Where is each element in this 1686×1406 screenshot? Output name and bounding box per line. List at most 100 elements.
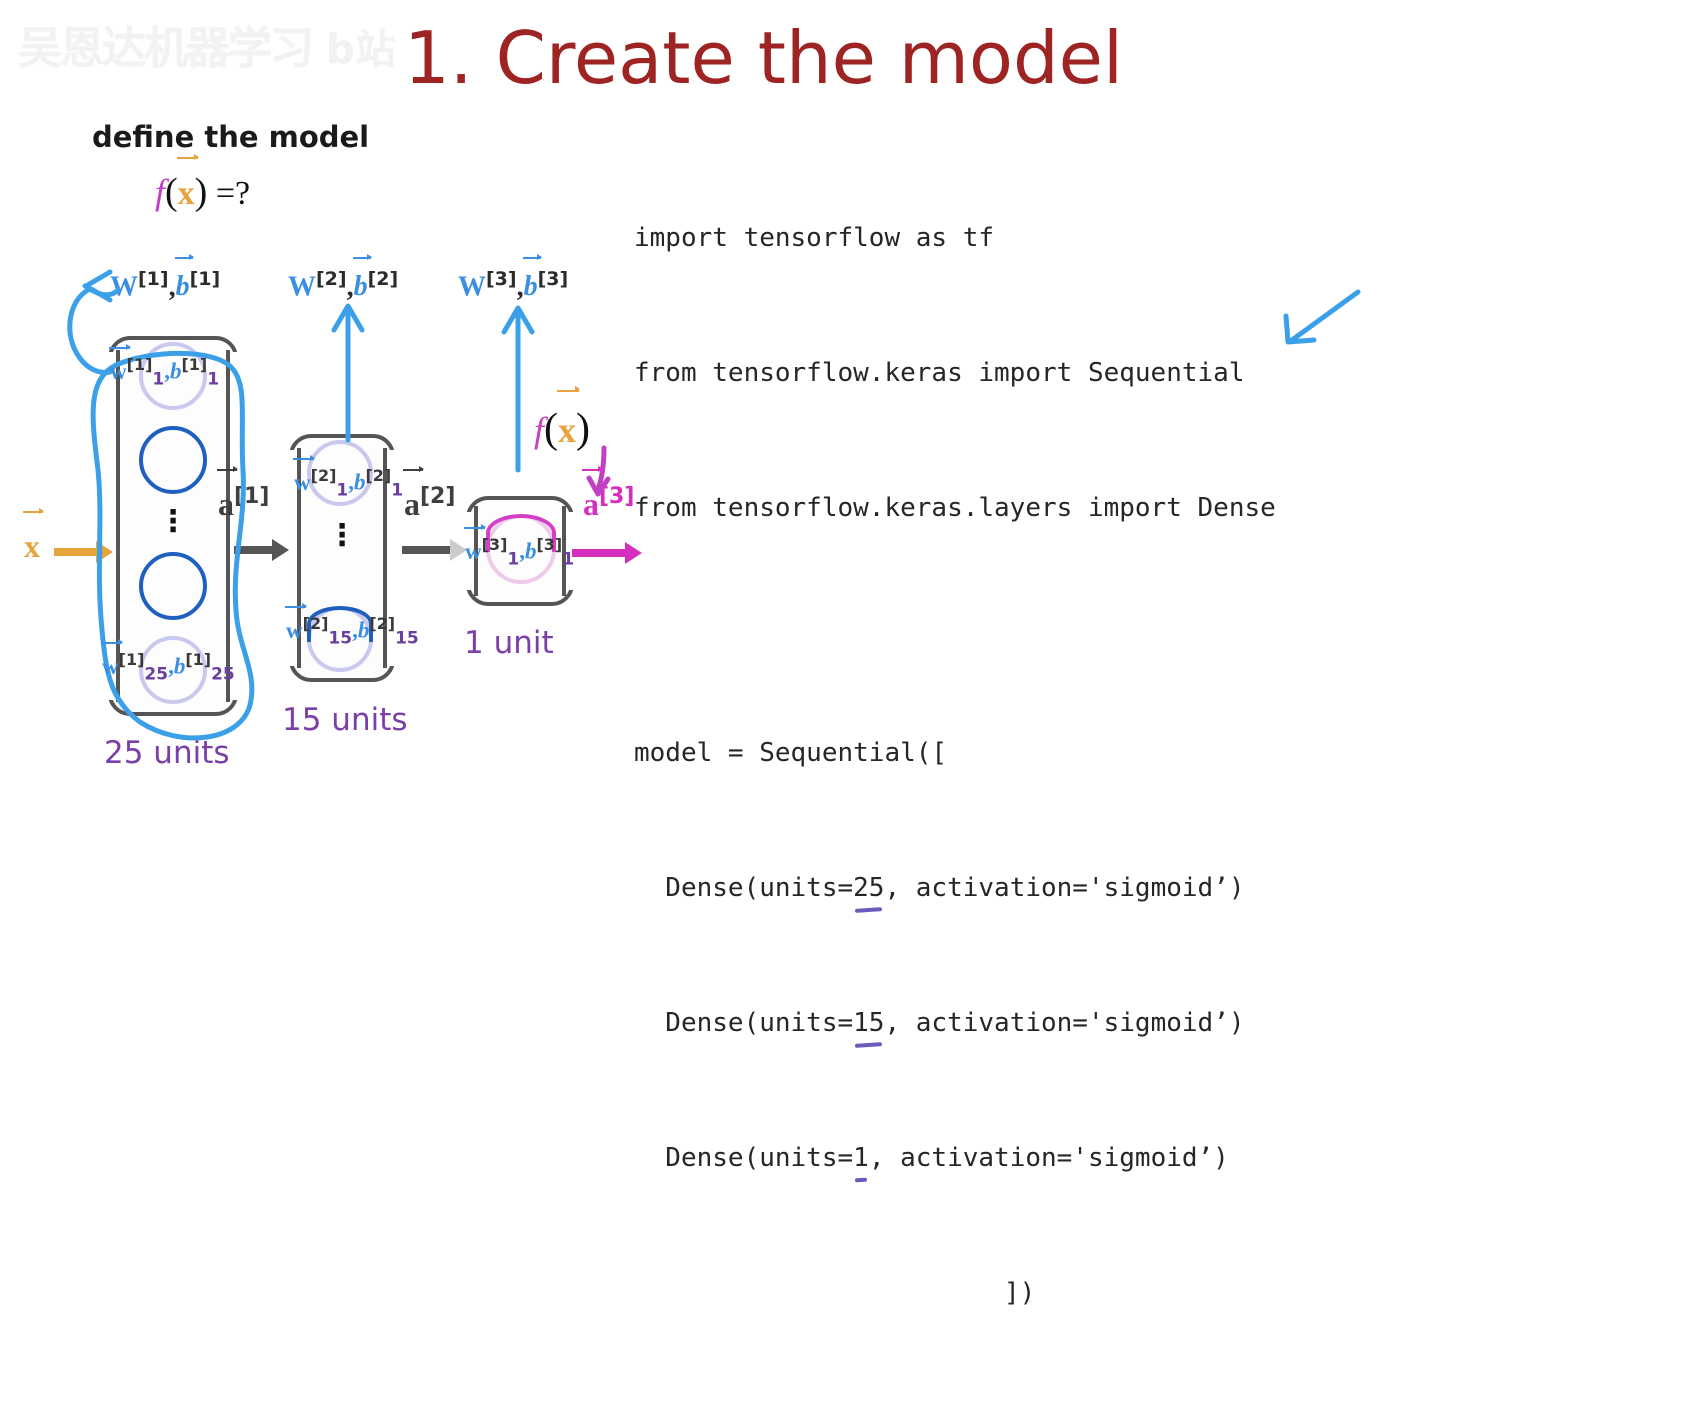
layer2-W-sup: [2]	[316, 268, 347, 290]
layer3-node1-w: w	[464, 524, 486, 564]
layer2-node15-b: b	[357, 617, 370, 643]
activation-3-arrow	[572, 542, 642, 564]
layer1-node1-b: b	[169, 358, 182, 384]
layer1-node1-bsub: 1	[207, 369, 220, 390]
page-title: 1. Create the model	[404, 16, 1123, 100]
code-line-import-dense: from tensorflow.keras.layers import Dens…	[634, 493, 1276, 523]
layer1-mask-left	[102, 352, 114, 700]
layer2-node15-comma: ,	[352, 617, 358, 643]
activation-2-arrow	[402, 539, 467, 561]
layer2-callout-arrowhead	[331, 303, 365, 333]
activation-2-label: a[2]	[403, 465, 456, 523]
layer1-node1-w: w	[109, 344, 131, 384]
layer2-node1-b: b	[353, 469, 366, 495]
layer2-params-label: W[2],b[2]	[288, 253, 399, 303]
activation-1-arrow	[234, 539, 289, 561]
layer1-node1-wsub: 1	[152, 369, 165, 390]
layer2-ellipsis: ⋮	[327, 518, 357, 553]
code-callout-line	[1289, 289, 1361, 343]
a2-symbol: a	[403, 465, 424, 522]
layer2-b: b	[352, 253, 372, 303]
layer1-params-label: W[1],b[1]	[110, 253, 221, 303]
layer3-node1-bsup: [3]	[536, 535, 563, 554]
layer2-W: W	[288, 271, 316, 303]
input-arrow	[54, 541, 113, 563]
fx-annot-close: )	[576, 406, 591, 452]
fx-equals: =?	[215, 175, 251, 212]
code-line-model-sequential: model = Sequential([	[634, 738, 948, 768]
layer2-bar-left	[297, 448, 301, 668]
layer1-neuron-2	[139, 426, 207, 494]
code-line-dense-1: Dense(units=1, activation='sigmoid’)	[634, 1136, 1276, 1181]
layer1-node25-wsup: [1]	[118, 650, 145, 669]
layer3-callout-arrowhead	[501, 305, 535, 335]
layer3-W: W	[458, 271, 486, 303]
activation-1-label: a[1]	[217, 465, 270, 523]
layer2-bar-right	[383, 448, 387, 668]
layer3-node1-comma: ,	[519, 538, 525, 564]
code-line-dense-25: Dense(units=25, activation='sigmoid’)	[634, 866, 1276, 911]
input-x-symbol: x	[23, 507, 44, 564]
layer3-b-sup: [3]	[537, 268, 569, 290]
dense1-units-value: 25	[853, 873, 885, 903]
layer1-mask-right	[232, 352, 244, 700]
fx-open-paren: (	[165, 171, 178, 213]
layer3-neuron-1-arc	[486, 514, 556, 552]
layer2-node15-label: w[2]15,b[2]15	[285, 603, 419, 648]
dense1-suffix: , activation='sigmoid’)	[884, 873, 1245, 903]
a2-sup: [2]	[420, 484, 456, 509]
layer3-units-caption: 1 unit	[464, 625, 554, 661]
layer1-node1-wsup: [1]	[126, 355, 153, 374]
code-line-close-bracket: ])	[1004, 1278, 1036, 1308]
layer1-node25-w: w	[101, 639, 123, 679]
layer1-units-caption: 25 units	[104, 735, 230, 771]
code-line-import-tf: import tensorflow as tf	[634, 223, 995, 253]
code-line-import-sequential: from tensorflow.keras import Sequential	[634, 358, 1245, 388]
layer1-node25-label: w[1]25,b[1]25	[101, 639, 235, 685]
layer1-ellipsis: ⋮	[158, 504, 188, 539]
a1-sup: [1]	[234, 484, 270, 509]
layer2-units-caption: 15 units	[282, 702, 408, 738]
layer3-node1-wsup: [3]	[481, 535, 508, 554]
layer3-bar-left	[474, 506, 478, 596]
layer3-comma: ,	[516, 271, 524, 303]
layer2-neuron-15-arc	[307, 606, 373, 642]
code-block[interactable]: import tensorflow as tf from tensorflow.…	[634, 126, 1276, 1406]
dense3-prefix: Dense(units=	[634, 1143, 854, 1173]
fx-annot-open: (	[544, 406, 559, 452]
activation-3-label: a[3]	[582, 465, 634, 523]
layer1-node25-b: b	[173, 653, 186, 679]
layer2-node1-wsup: [2]	[310, 466, 337, 485]
layer1-b-sup: [1]	[189, 268, 221, 290]
layer2-node1-wsub: 1	[336, 480, 349, 501]
layer2-node15-wsup: [2]	[302, 614, 329, 633]
layer2-node1-comma: ,	[348, 469, 354, 495]
dense3-suffix: , activation='sigmoid’)	[868, 1143, 1229, 1173]
layer1-node25-wsub: 25	[144, 664, 169, 685]
layer3-node1-bsub: 1	[562, 549, 575, 570]
layer-2-box: ⋮	[283, 434, 401, 682]
dense1-prefix: Dense(units=	[634, 873, 854, 903]
layer2-neuron-1	[307, 440, 373, 506]
fx-annot-f: f	[534, 410, 545, 450]
layer1-W: W	[110, 271, 138, 303]
fx-x-vector: x	[176, 153, 199, 212]
layer1-W-sup: [1]	[138, 268, 169, 290]
fx-f-symbol: f	[155, 172, 166, 212]
layer2-node15-bsup: [2]	[369, 614, 396, 633]
layer3-b: b	[522, 253, 542, 303]
dense3-units-value: 1	[853, 1143, 869, 1173]
a1-symbol: a	[217, 465, 238, 522]
fx-close-paren: )	[194, 171, 208, 213]
define-the-model-label: define the model	[92, 120, 370, 154]
layer2-mask-left	[283, 450, 295, 666]
layer3-bar-right	[562, 506, 566, 596]
layer2-comma: ,	[346, 271, 354, 303]
layer2-b-sup: [2]	[367, 268, 399, 290]
layer1-node25-bsub: 25	[211, 664, 235, 685]
code-blank-line	[634, 621, 1276, 641]
layer2-node1-w: w	[293, 455, 315, 495]
code-callout-arrowhead	[1283, 313, 1317, 345]
layer1-node25-bsup: [1]	[185, 650, 212, 669]
